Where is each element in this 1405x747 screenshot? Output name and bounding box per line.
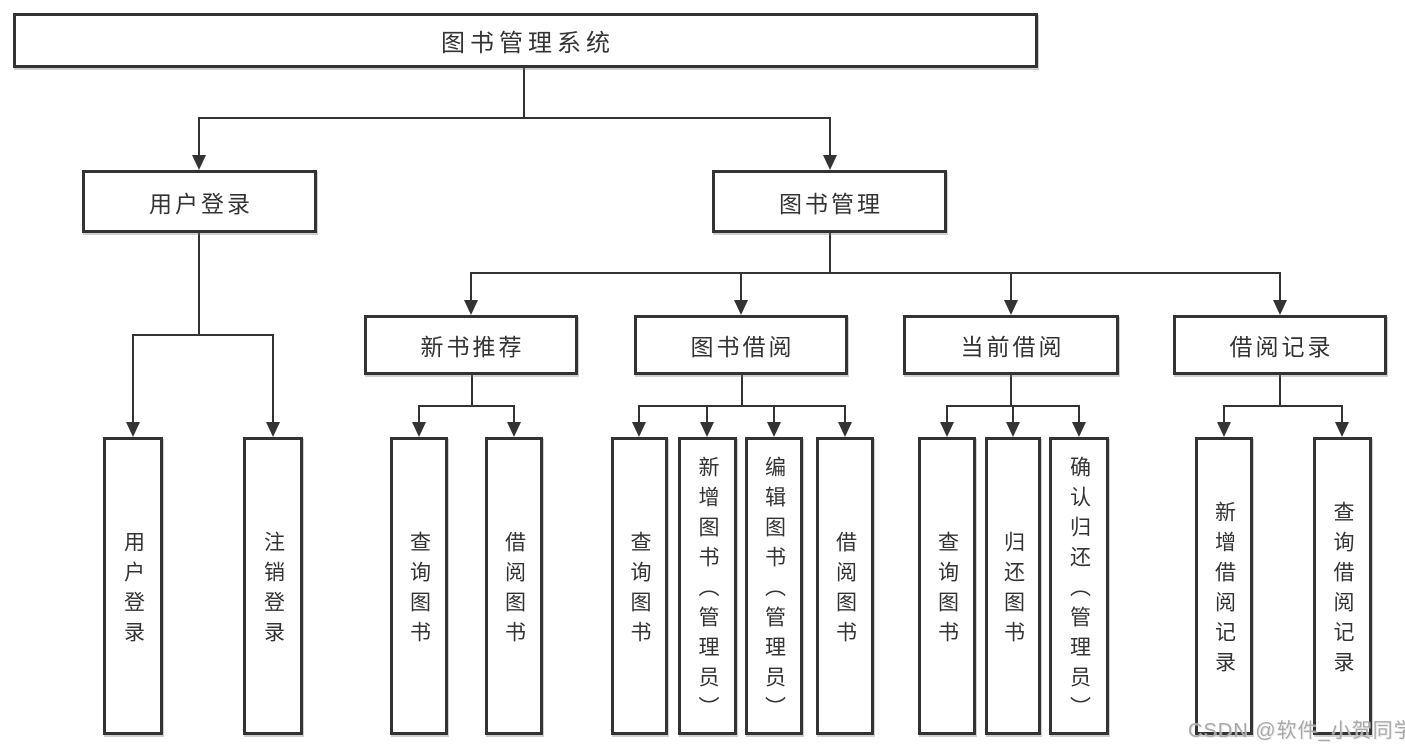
connector-line: [513, 405, 515, 424]
connector-line: [829, 233, 831, 274]
connector-line: [1012, 405, 1014, 424]
leaf-add-borrow-record: 新增借阅记录: [1195, 437, 1253, 735]
arrowhead-down-icon: [823, 155, 837, 170]
arrowhead-down-icon: [1273, 300, 1287, 315]
arrowhead-down-icon: [767, 422, 781, 437]
leaf-return-books: 归还图书: [985, 437, 1041, 735]
connector-line: [706, 405, 708, 424]
connector-line: [198, 233, 200, 336]
node-new-book-recommendation: 新书推荐: [364, 315, 578, 375]
leaf-add-books-admin: 新增图书（管理员）: [678, 437, 737, 735]
node-user-login: 用户登录: [82, 170, 317, 233]
arrowhead-down-icon: [940, 422, 954, 437]
connector-line: [1223, 405, 1343, 407]
node-borrowing-records: 借阅记录: [1173, 315, 1387, 375]
arrowhead-down-icon: [192, 155, 206, 170]
connector-line: [198, 117, 200, 157]
connector-line: [1279, 272, 1281, 302]
arrowhead-down-icon: [700, 422, 714, 437]
node-current-borrowing: 当前借阅: [903, 315, 1119, 375]
arrowhead-down-icon: [464, 300, 478, 315]
arrowhead-down-icon: [126, 422, 140, 437]
leaf-query-books-borrow: 查询图书: [611, 437, 668, 735]
leaf-borrow-books: 借阅图书: [816, 437, 874, 735]
arrowhead-down-icon: [1217, 422, 1231, 437]
leaf-query-books-current: 查询图书: [918, 437, 976, 735]
arrowhead-down-icon: [1072, 422, 1086, 437]
csdn-watermark: CSDN @软件_小贺同学: [1188, 720, 1405, 742]
connector-line: [132, 334, 274, 336]
connector-line: [1010, 272, 1012, 302]
leaf-edit-books-admin: 编辑图书（管理员）: [745, 437, 803, 735]
arrowhead-down-icon: [734, 300, 748, 315]
connector-line: [1223, 405, 1225, 424]
arrowhead-down-icon: [507, 422, 521, 437]
node-book-borrowing: 图书借阅: [634, 315, 848, 375]
connector-line: [272, 334, 274, 424]
arrowhead-down-icon: [266, 422, 280, 437]
connector-line: [470, 272, 472, 302]
connector-line: [198, 117, 831, 119]
connector-line: [740, 272, 742, 302]
connector-line: [946, 405, 948, 424]
node-book-management: 图书管理: [712, 170, 947, 233]
arrowhead-down-icon: [412, 422, 426, 437]
connector-line: [1279, 375, 1281, 407]
connector-line: [638, 405, 845, 407]
connector-line: [741, 375, 743, 407]
connector-line: [132, 334, 134, 424]
connector-line: [829, 117, 831, 157]
connector-line: [523, 68, 525, 118]
arrowhead-down-icon: [1335, 422, 1349, 437]
arrowhead-down-icon: [1006, 422, 1020, 437]
connector-line: [470, 272, 1281, 274]
connector-line: [1078, 405, 1080, 424]
leaf-query-books-recommend: 查询图书: [390, 437, 448, 735]
leaf-query-borrow-record: 查询借阅记录: [1313, 437, 1372, 735]
node-library-management-system: 图书管理系统: [13, 13, 1038, 68]
connector-line: [418, 405, 420, 424]
leaf-confirm-return-admin: 确认归还（管理员）: [1049, 437, 1109, 735]
connector-line: [471, 375, 473, 407]
arrowhead-down-icon: [1004, 300, 1018, 315]
leaf-logout: 注销登录: [243, 437, 303, 735]
connector-line: [418, 405, 515, 407]
leaf-user-login: 用户登录: [103, 437, 163, 735]
leaf-borrow-books-recommend: 借阅图书: [485, 437, 543, 735]
connector-line: [773, 405, 775, 424]
connector-line: [1010, 375, 1012, 407]
connector-line: [844, 405, 846, 424]
arrowhead-down-icon: [838, 422, 852, 437]
connector-line: [1341, 405, 1343, 424]
connector-line: [638, 405, 640, 424]
arrowhead-down-icon: [632, 422, 646, 437]
